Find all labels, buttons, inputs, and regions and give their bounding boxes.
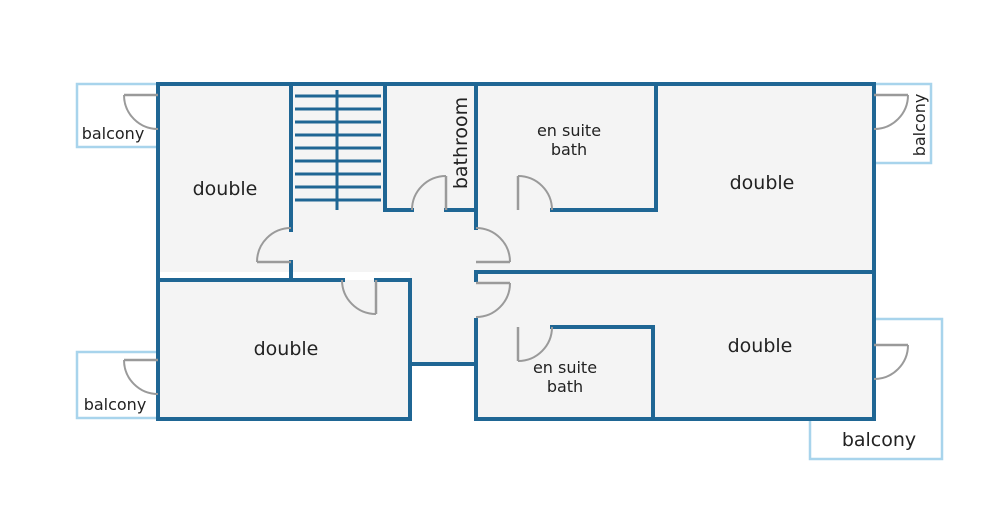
room-label-bathroom: bathroom: [450, 97, 472, 189]
balcony-label-bottom-right: balcony: [842, 429, 916, 451]
room-label-ensuite-bottom-line2: bath: [547, 377, 583, 396]
room-label-double-bottom-left: double: [254, 338, 319, 360]
room-label-ensuite-bottom-line1: en suite: [533, 358, 597, 377]
balcony-label-top-left: balcony: [82, 124, 145, 143]
room-label-ensuite-top-line1: en suite: [537, 121, 601, 140]
staircase: [295, 90, 381, 210]
walls: [156, 82, 876, 421]
doors: [123, 93, 909, 395]
balcony-top-right: [872, 82, 933, 165]
room-label-double-top-left: double: [193, 178, 258, 200]
balcony-label-top-right: balcony: [910, 94, 929, 157]
room-label-ensuite-top-line2: bath: [551, 140, 587, 159]
room-label-double-top-right: double: [730, 172, 795, 194]
floor-fills: [158, 84, 874, 419]
room-label-double-bottom-right: double: [728, 335, 793, 357]
balcony-label-bottom-left: balcony: [84, 395, 147, 414]
balcony-bottom-left: [75, 350, 160, 420]
